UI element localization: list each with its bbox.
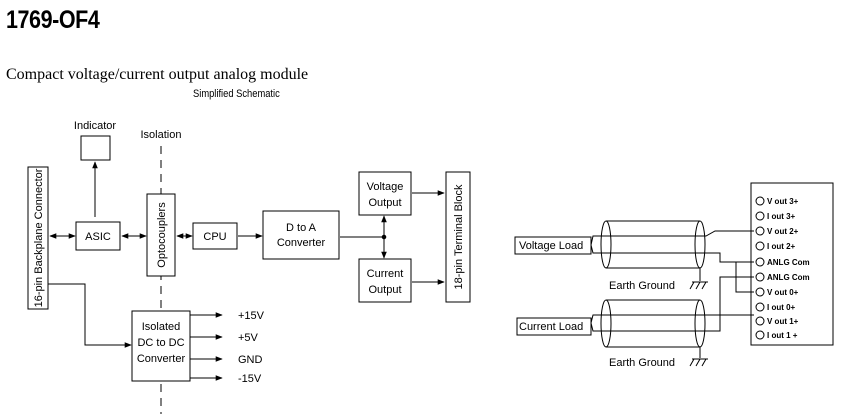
terminal-label: I out 3+ <box>767 212 796 221</box>
terminal-label: ANLG Com <box>767 258 810 267</box>
earth-ground-icon <box>689 281 708 290</box>
terminal-label: V out 0+ <box>767 288 799 297</box>
voltage-output-box <box>358 171 412 216</box>
block-diagram: Indicator Isolation 16-pin Backplane Con… <box>27 120 471 414</box>
terminal-label: V out 1+ <box>767 317 799 326</box>
terminal-block-label: 18-pin Terminal Block <box>453 184 465 289</box>
schematic-caption: Simplified Schematic <box>193 88 280 100</box>
indicator-box <box>80 135 111 161</box>
backplane-connector-label: 16-pin Backplane Connector <box>33 168 45 307</box>
page-title: 1769-OF4 <box>6 6 100 34</box>
backplane-connector-box <box>27 166 49 310</box>
earth-ground-label-1: Earth Ground <box>609 280 675 292</box>
current-output-line2: Output <box>368 284 401 296</box>
current-load-label: Current Load <box>519 321 583 333</box>
dcdc-box <box>131 310 191 382</box>
current-load-box <box>516 317 592 336</box>
backplane-dcdc-arrow <box>48 283 132 348</box>
dcdc-label-line1: Isolated <box>142 321 181 333</box>
rail-label-15v: +15V <box>238 310 265 322</box>
terminal-label: ANLG Com <box>767 273 810 282</box>
page-subtitle: Compact voltage/current output analog mo… <box>6 66 309 83</box>
earth-ground-icon <box>689 358 708 367</box>
earth-ground-label-2: Earth Ground <box>609 357 675 369</box>
dtoa-label-line2: Converter <box>277 237 326 249</box>
dtoa-box <box>262 210 340 260</box>
asic-label: ASIC <box>85 231 111 243</box>
dcdc-label-line2: DC to DC <box>137 337 184 349</box>
terminal-list: V out 3+ I out 3+ V out 2+ I out 2+ ANLG… <box>755 196 810 340</box>
voltage-output-line2: Output <box>368 197 401 209</box>
terminal-label: V out 3+ <box>767 197 799 206</box>
terminal-label: I out 2+ <box>767 242 796 251</box>
rail-label-neg15v: -15V <box>238 373 262 385</box>
wiring-diagram: Voltage Load Earth Ground Current Load <box>514 182 834 369</box>
current-output-box <box>358 258 412 303</box>
indicator-label: Indicator <box>74 120 117 132</box>
rail-label-gnd: GND <box>238 354 263 366</box>
voltage-wire-bottom <box>590 244 754 263</box>
current-output-line1: Current <box>367 268 404 280</box>
terminal-block <box>750 182 834 346</box>
dtoa-label-line1: D to A <box>286 222 317 234</box>
voltage-load-label: Voltage Load <box>519 240 583 252</box>
terminal-label: V out 2+ <box>767 227 799 236</box>
terminal-label: I out 1 + <box>767 331 798 340</box>
terminal-label: I out 0+ <box>767 303 796 312</box>
current-wire-top <box>590 314 754 324</box>
voltage-output-line1: Voltage <box>367 181 404 193</box>
cpu-label: CPU <box>203 231 226 243</box>
rail-label-5v: +5V <box>238 332 259 344</box>
isolation-label: Isolation <box>141 129 182 141</box>
cpu-box <box>192 222 238 250</box>
optocouplers-label: Optocouplers <box>156 202 168 268</box>
current-cable <box>600 299 706 348</box>
terminal-block-box <box>445 171 471 303</box>
voltage-wire-top <box>590 230 754 246</box>
com-jumper-wire <box>735 262 754 293</box>
dcdc-label-line3: Converter <box>137 353 186 365</box>
voltage-cable <box>600 220 706 269</box>
current-wire-bottom <box>590 276 754 332</box>
asic-box <box>75 221 121 251</box>
optocouplers-box <box>146 193 176 277</box>
